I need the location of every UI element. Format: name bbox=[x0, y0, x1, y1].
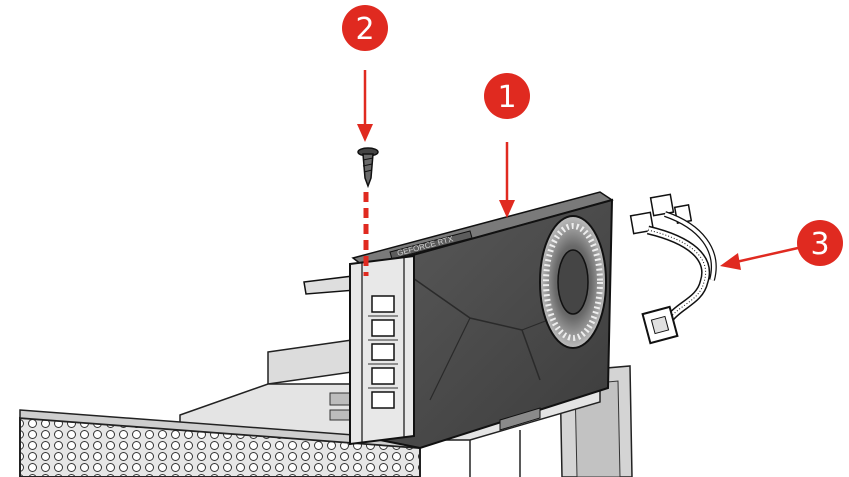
callout-3-arrow bbox=[735, 246, 799, 264]
callout-arrows bbox=[357, 70, 799, 276]
bracket-screw bbox=[357, 147, 379, 189]
chassis-back-panel bbox=[267, 339, 353, 385]
power-cable bbox=[629, 193, 717, 345]
callout-badge-2: 2 bbox=[342, 5, 388, 51]
card-fan-blades bbox=[543, 223, 603, 341]
callout-1-label: 1 bbox=[497, 80, 516, 115]
bracket-port bbox=[371, 367, 395, 385]
card-facet-line bbox=[429, 317, 471, 401]
screw-shank-icon bbox=[362, 153, 374, 189]
bracket-port bbox=[371, 343, 395, 361]
power-wires bbox=[664, 212, 716, 281]
callout-3-arrowhead-icon bbox=[720, 253, 741, 270]
bracket-port bbox=[371, 391, 395, 409]
card-fan-hub bbox=[557, 249, 589, 315]
io-bracket bbox=[303, 254, 415, 446]
callout-2-label: 2 bbox=[355, 12, 374, 47]
power-wires bbox=[646, 225, 711, 322]
callout-1-arrowhead-icon bbox=[499, 200, 515, 218]
bracket-port bbox=[371, 295, 395, 313]
power-wires bbox=[647, 229, 707, 319]
screw-thread bbox=[362, 157, 374, 161]
card-facet-line bbox=[409, 275, 541, 381]
bracket-tab bbox=[303, 275, 357, 295]
screw-thread bbox=[363, 169, 373, 173]
callout-2-circle bbox=[342, 5, 388, 51]
callout-3-circle bbox=[797, 220, 843, 266]
callout-1-circle bbox=[484, 73, 530, 119]
power-connector-top bbox=[649, 193, 675, 217]
bracket-port bbox=[371, 319, 395, 337]
card-label-plate bbox=[389, 230, 473, 260]
card-pcie-connector bbox=[499, 407, 541, 431]
callout-badge-3: 3 bbox=[797, 220, 843, 266]
power-connector-top bbox=[629, 211, 655, 235]
graphics-card: GEFORCE RTX bbox=[351, 191, 614, 450]
screw-thread bbox=[362, 163, 373, 167]
callout-2-arrowhead-icon bbox=[357, 124, 373, 142]
power-connector-pin bbox=[650, 315, 670, 335]
callout-3-label: 3 bbox=[810, 227, 829, 262]
callout-badge-1: 1 bbox=[484, 73, 530, 119]
